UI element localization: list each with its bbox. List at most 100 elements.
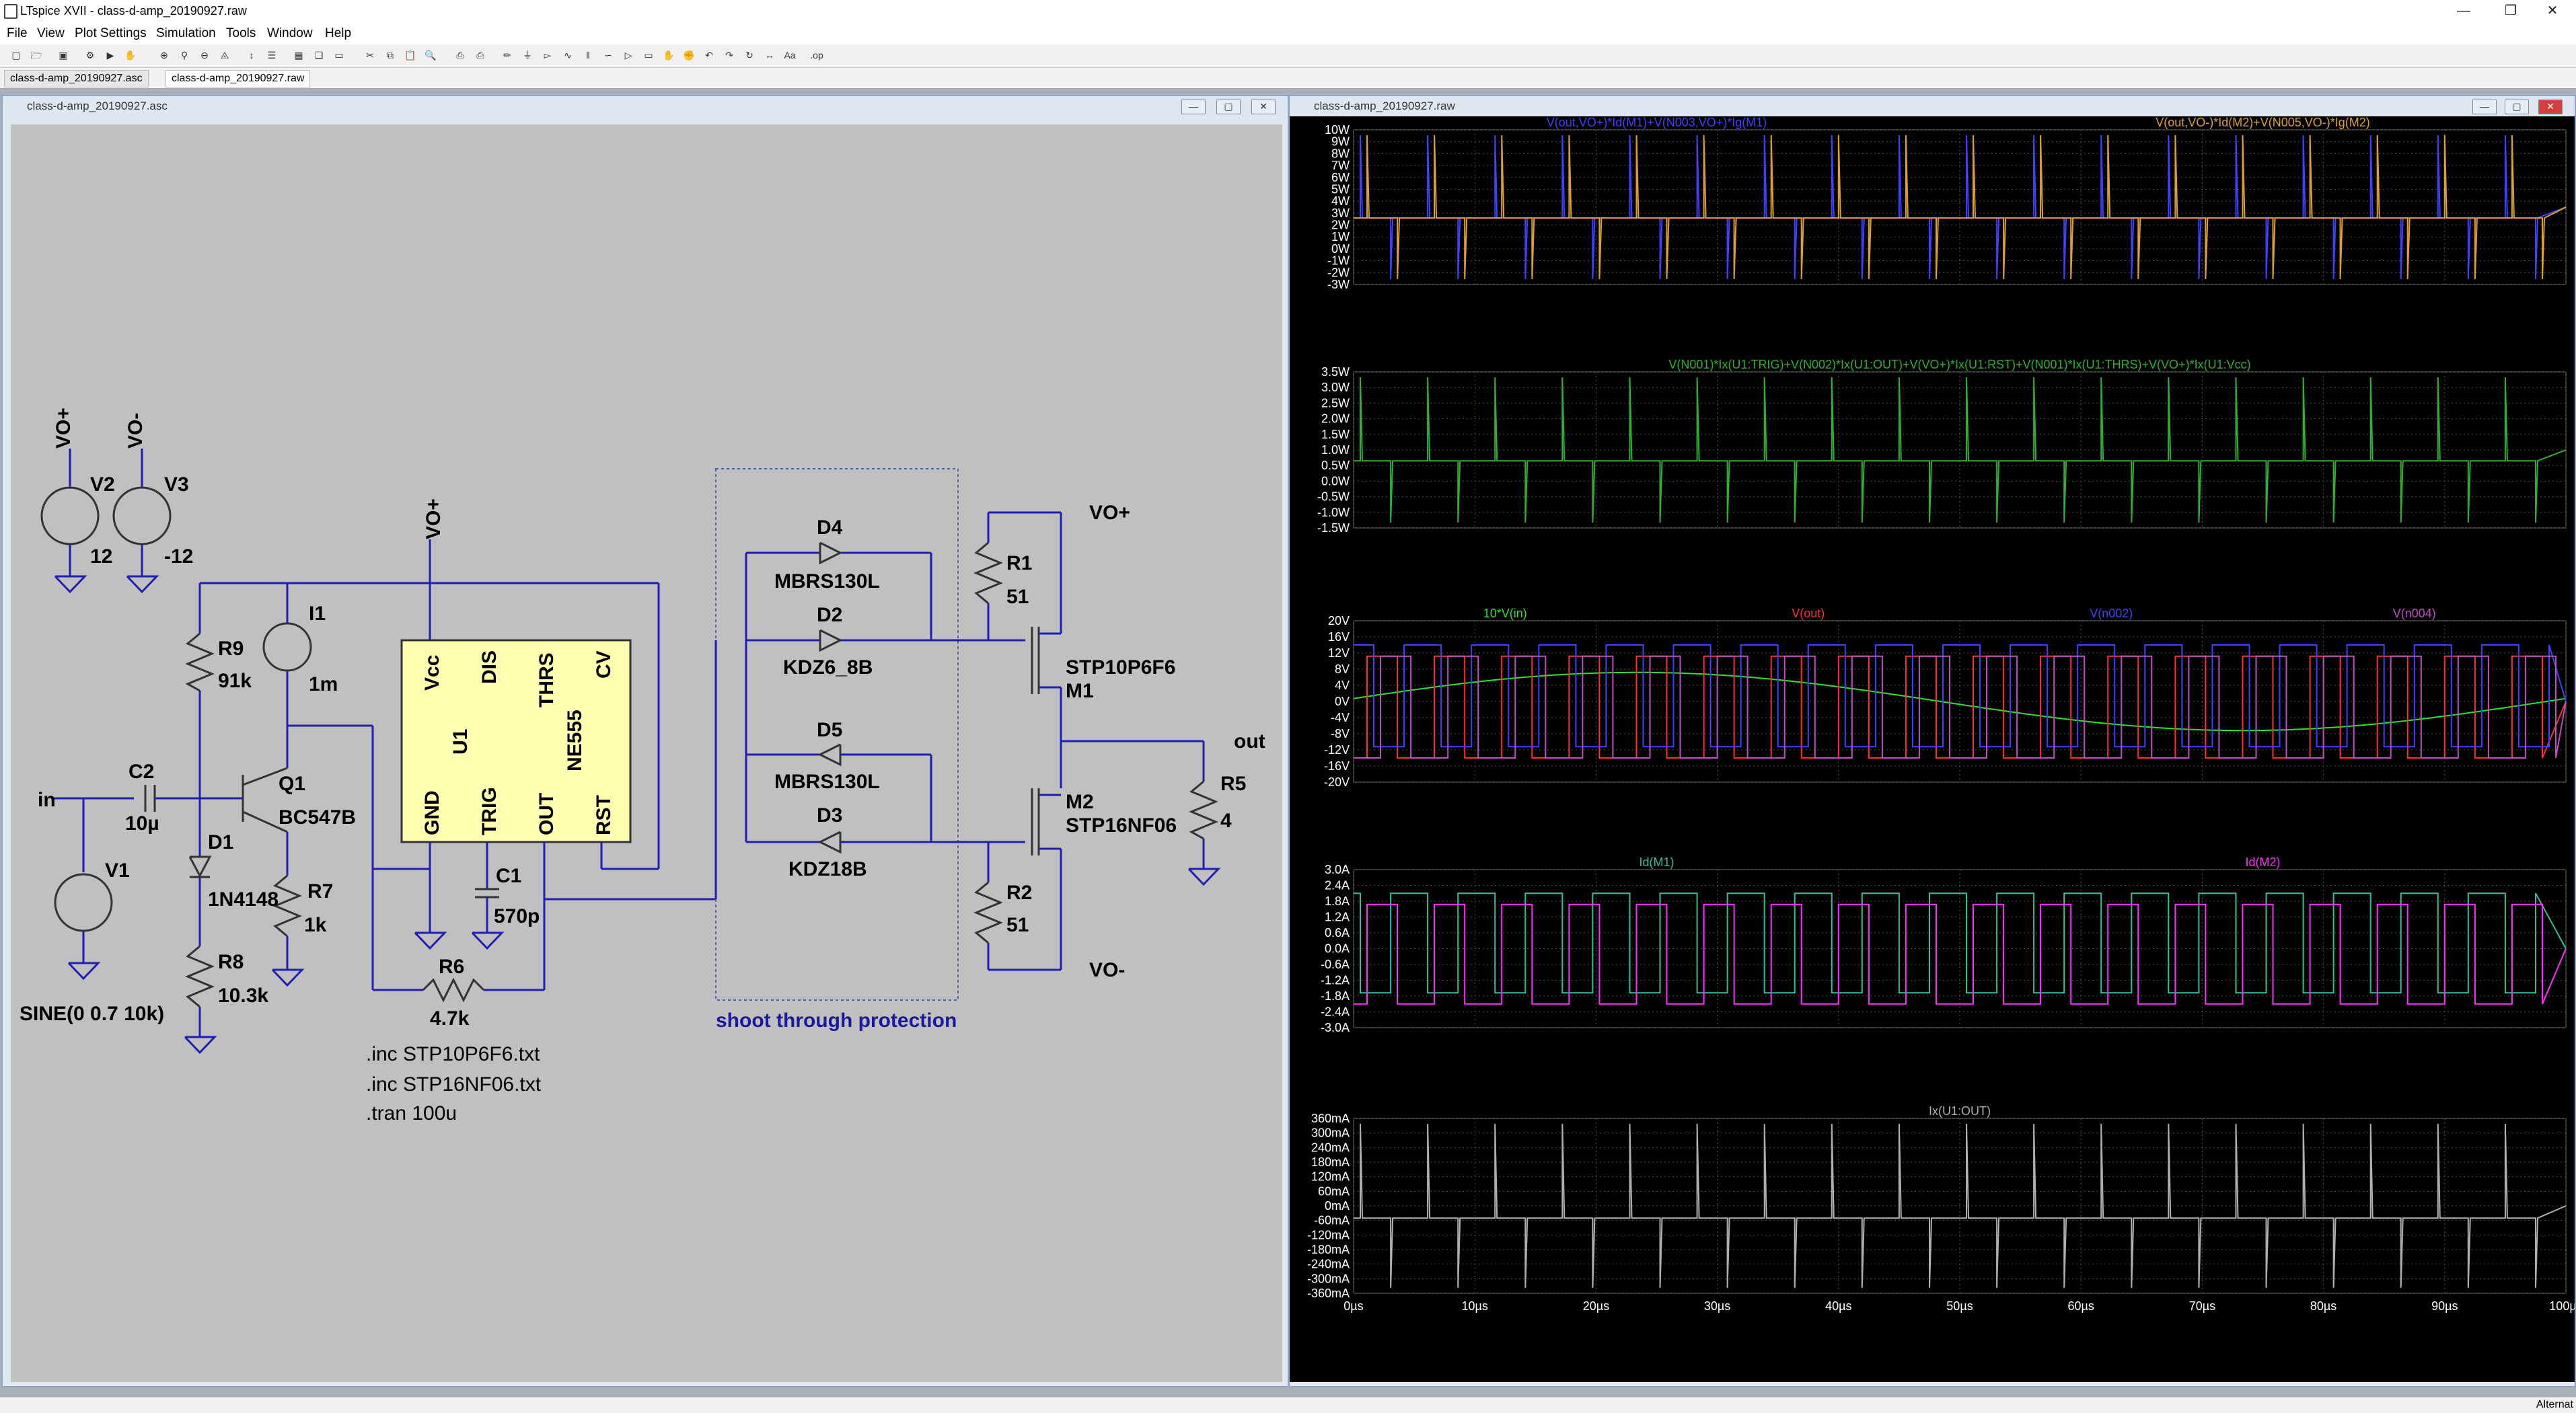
schematic-close-button[interactable]: ✕: [1251, 100, 1276, 114]
window-title: LTspice XVII - class-d-amp_20190927.raw: [20, 4, 247, 17]
minimize-button[interactable]: —: [2457, 3, 2470, 18]
menu-tools[interactable]: Tools: [226, 26, 256, 40]
menu-file[interactable]: File: [7, 26, 28, 40]
ytick-label: 0.5W: [1321, 459, 1350, 472]
waveform-minimize-button[interactable]: —: [2472, 100, 2497, 114]
inductor-icon[interactable]: ∽: [604, 50, 612, 61]
r9-resistor[interactable]: [185, 632, 215, 692]
d3-diode[interactable]: [817, 831, 842, 854]
xtick-label: 90µs: [2431, 1299, 2458, 1313]
schematic-maximize-button[interactable]: ▢: [1216, 100, 1241, 114]
ytick-label: 240mA: [1311, 1141, 1350, 1154]
cascade-windows-icon[interactable]: ❏: [314, 50, 324, 61]
autorange-icon[interactable]: ↕: [249, 50, 254, 61]
v1-source[interactable]: [54, 873, 113, 932]
ytick-label: 0V: [1335, 695, 1350, 708]
close-button[interactable]: ✕: [2546, 3, 2559, 18]
d4-diode[interactable]: [819, 541, 843, 565]
save-icon[interactable]: ▣: [59, 50, 68, 61]
label-out: out: [1234, 730, 1265, 753]
toolbar: ▢ 🗁 ▣ ⚙ ▶ ✋ ⊕ ⚲ ⊖ ⨻ ↕ ☰ ▦ ❏ ▭ ✂ ⧉ 📋 🔍 ⎙ …: [0, 44, 2576, 68]
menu-simulation[interactable]: Simulation: [156, 26, 216, 40]
close-window-icon[interactable]: ▭: [334, 50, 344, 61]
xtick-label: 60µs: [2067, 1299, 2094, 1313]
ytick-label: 4V: [1335, 679, 1350, 692]
cut-icon[interactable]: ✂: [366, 50, 374, 61]
label-r8-value: 10.3k: [218, 985, 268, 1007]
rotate-icon[interactable]: ↻: [745, 50, 753, 61]
ytick-label: -180mA: [1307, 1243, 1350, 1256]
paste-icon[interactable]: 📋: [404, 50, 416, 61]
mirror-icon[interactable]: ↔: [765, 50, 774, 61]
control-panel-icon[interactable]: ⚙: [85, 50, 95, 61]
label-d4: D4: [817, 517, 843, 539]
label-r8: R8: [218, 951, 244, 973]
v2-source[interactable]: [40, 449, 100, 594]
r5-resistor[interactable]: [1189, 780, 1218, 840]
status-text: Alternat: [2536, 1399, 2573, 1410]
tile-windows-icon[interactable]: ▦: [294, 50, 303, 61]
zoom-pan-icon[interactable]: ⚲: [180, 50, 188, 61]
zoom-out-icon[interactable]: ⊖: [200, 50, 209, 61]
copy-icon[interactable]: ⧉: [387, 50, 394, 61]
ytick-label: 2.0W: [1321, 412, 1350, 426]
zoom-in-icon[interactable]: ⊕: [160, 50, 168, 61]
ytick-label: -3W: [1327, 278, 1350, 291]
label-r5-value: 4: [1220, 810, 1232, 832]
undo-icon[interactable]: ↶: [705, 50, 713, 61]
component-icon[interactable]: ▭: [644, 50, 653, 61]
schematic-minimize-button[interactable]: —: [1181, 100, 1206, 114]
i1-current-source[interactable]: [262, 622, 312, 672]
v3-source[interactable]: [112, 449, 172, 594]
xtick-label: 20µs: [1583, 1299, 1609, 1313]
menu-plot-settings[interactable]: Plot Settings: [75, 26, 147, 40]
print-preview-icon[interactable]: ⎙: [476, 50, 484, 61]
xtick-label: 10µs: [1461, 1299, 1487, 1313]
menu-help[interactable]: Help: [325, 26, 352, 40]
new-schematic-icon[interactable]: ▢: [11, 50, 21, 61]
waveform-close-button[interactable]: ✕: [2538, 100, 2563, 114]
d5-diode[interactable]: [817, 743, 842, 767]
diode-icon[interactable]: ▷: [624, 50, 632, 61]
draw-wire-icon[interactable]: ✏: [503, 50, 511, 61]
d2-diode[interactable]: [819, 629, 843, 652]
label-v3-net: VO-: [124, 413, 147, 449]
ytick-label: -1.2A: [1321, 974, 1350, 987]
directive-1[interactable]: .inc STP10P6F6.txt: [366, 1043, 540, 1065]
redo-icon[interactable]: ↷: [725, 50, 733, 61]
tab-schematic[interactable]: class-d-amp_20190927.asc: [4, 70, 149, 87]
zoom-fit-icon[interactable]: ⨻: [220, 50, 229, 61]
ne555-ic[interactable]: [400, 639, 632, 843]
spice-directive-icon[interactable]: .op: [810, 50, 823, 61]
d1-diode[interactable]: [188, 855, 212, 878]
ytick-label: 8W: [1331, 147, 1350, 160]
halt-icon[interactable]: ✋: [124, 50, 137, 61]
label-r1-value: 51: [1006, 586, 1029, 608]
open-icon[interactable]: 🗁: [30, 50, 42, 61]
text-icon[interactable]: Aa: [784, 50, 796, 61]
label-net-icon[interactable]: ▻: [544, 50, 552, 61]
directive-3[interactable]: .tran 100u: [366, 1102, 457, 1124]
ground-icon[interactable]: ⏚: [523, 50, 532, 61]
ytick-label: -16V: [1324, 759, 1350, 773]
run-icon[interactable]: ▶: [106, 50, 114, 61]
trace-2-2: [1354, 644, 2567, 748]
tab-waveform[interactable]: class-d-amp_20190927.raw: [165, 70, 311, 87]
find-icon[interactable]: 🔍: [425, 50, 437, 61]
menu-window[interactable]: Window: [267, 26, 313, 40]
pick-visible-traces-icon[interactable]: ☰: [267, 50, 277, 61]
directive-2[interactable]: .inc STP16NF06.txt: [366, 1073, 542, 1096]
move-icon[interactable]: ✋: [663, 50, 675, 61]
print-icon[interactable]: ⎙: [456, 50, 464, 61]
restore-button[interactable]: ❐: [2505, 3, 2517, 18]
waveform-window-title: class-d-amp_20190927.raw: [1314, 100, 1455, 112]
label-v3-value: -12: [164, 545, 193, 568]
drag-icon[interactable]: ✊: [683, 50, 695, 61]
resistor-icon[interactable]: ∿: [564, 50, 572, 61]
capacitor-icon[interactable]: ‖: [586, 50, 590, 61]
waveform-maximize-button[interactable]: ▢: [2505, 100, 2529, 114]
menu-view[interactable]: View: [37, 26, 65, 40]
schematic-canvas[interactable]: VO+ VO- V2 12 V3 -12 R9 91k I1 1m in C2 …: [11, 124, 1282, 1382]
trace-0-1: [1354, 135, 2567, 280]
